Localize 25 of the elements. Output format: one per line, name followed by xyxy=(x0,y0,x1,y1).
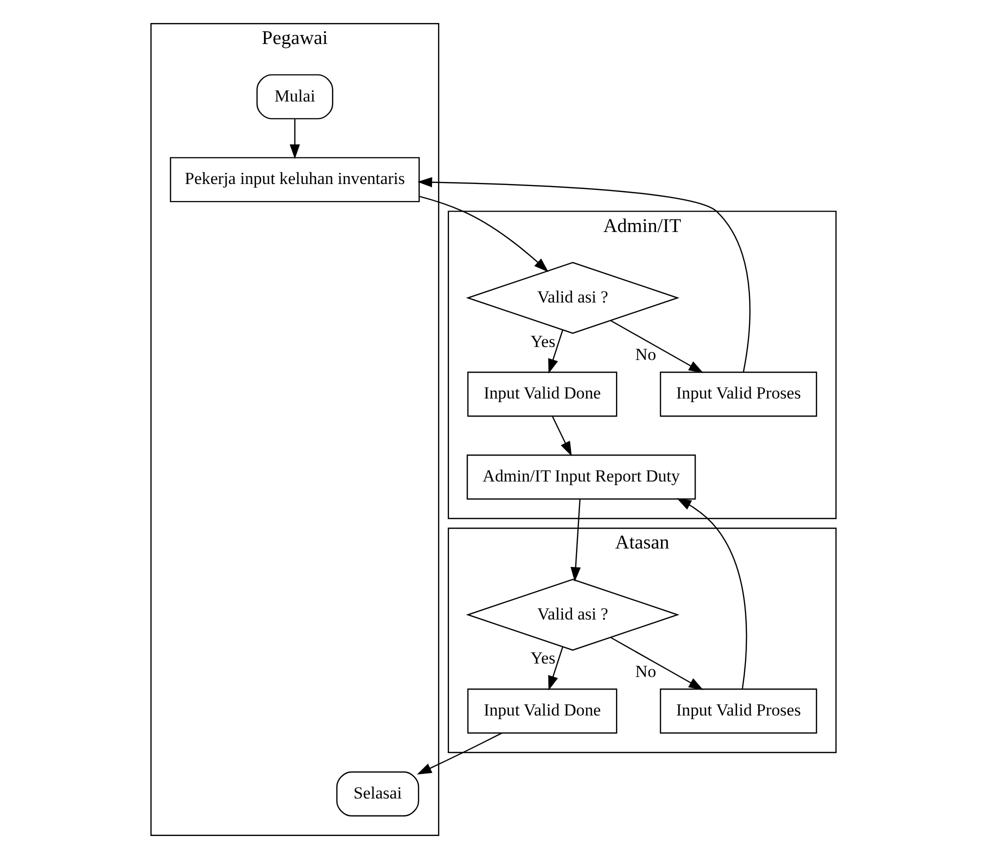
arrow xyxy=(548,330,564,374)
edge-label: Yes xyxy=(530,331,556,350)
arrow xyxy=(548,646,564,690)
edge-label: No xyxy=(635,661,656,680)
node-box: Input Valid Done xyxy=(467,688,618,734)
arrow xyxy=(417,176,750,372)
node-box: Pekerja input keluhan inventaris xyxy=(170,156,420,202)
arrow xyxy=(676,498,748,688)
node-box: Mulai xyxy=(256,74,334,119)
node-diamond: Valid asi ? xyxy=(466,261,680,334)
node-box: Selasai xyxy=(336,770,420,816)
arrow xyxy=(290,118,300,158)
node-box: Input Valid Proses xyxy=(660,688,818,734)
arrow xyxy=(610,320,704,373)
arrow xyxy=(570,498,581,582)
arrow xyxy=(610,636,704,690)
arrow xyxy=(416,732,502,774)
node-box: Admin/IT Input Report Duty xyxy=(466,454,696,500)
node-diamond: Valid asi ? xyxy=(466,578,680,650)
node-box: Input Valid Done xyxy=(467,371,618,416)
edge-label: Yes xyxy=(530,648,556,668)
arrow xyxy=(552,416,572,456)
node-box: Input Valid Proses xyxy=(660,371,818,416)
edge-label: No xyxy=(635,344,656,364)
arrow xyxy=(419,195,549,272)
